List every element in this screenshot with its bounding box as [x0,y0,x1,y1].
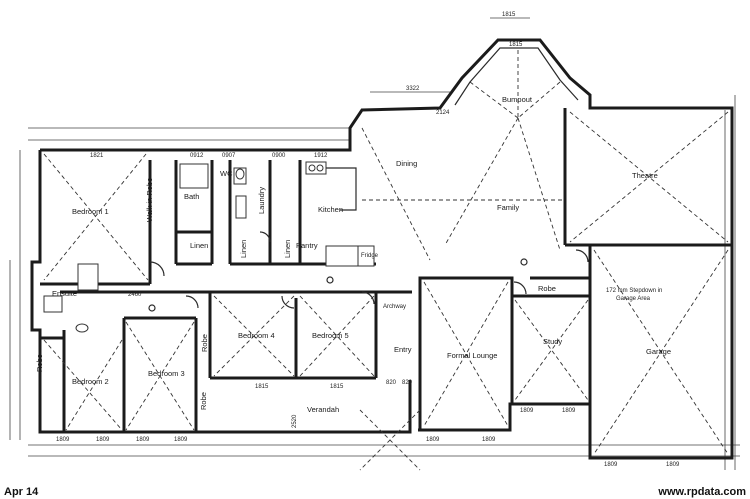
dimension-label: 1809 [136,437,150,443]
dimension-label: 1809 [604,462,618,468]
dimension-label: 1815 [502,12,516,18]
label-dining: Dining [396,159,417,168]
label-robe-4: Robe [538,284,556,293]
label-robe-3: Robe [199,392,208,410]
date-label: Apr 14 [4,486,39,498]
dimension-label: 1815 [330,384,344,390]
roof-lines [43,50,729,471]
label-linen-2: Linen [239,240,248,258]
dimension-label: 820 [386,380,397,386]
dimension-label: 1809 [174,437,188,443]
label-ensuite: Ensuite [52,289,77,298]
label-theatre: Theatre [632,171,658,180]
label-archway: Archway [383,304,406,310]
label-linen-3: Linen [283,240,292,258]
dimension-label: 2124 [436,110,450,116]
dimension-label: 3322 [406,86,420,92]
label-verandah: Verandah [307,405,339,414]
label-robe-2: Robe [200,334,209,352]
label-bedroom-2: Bedroom 2 [72,377,109,386]
dimension-label: 1809 [96,437,110,443]
label-bumpout: Bumpout [502,95,533,104]
label-formal-lounge: Formal Lounge [447,351,497,360]
label-kitchen: Kitchen [318,205,343,214]
label-study: Study [543,337,562,346]
dimension-label: 1815 [255,384,269,390]
label-linen-1: Linen [190,241,208,250]
label-bedroom-1: Bedroom 1 [72,207,109,216]
label-robe-1: Robe [35,354,44,372]
label-pantry: Pantry [296,241,318,250]
room-labels: Bedroom 1 Walk in Robe Bath WC Laundry L… [35,95,671,414]
stepdown-note-line-1: 172 mm Stepdown in [606,288,662,294]
label-family: Family [497,203,519,212]
label-bath: Bath [184,192,199,201]
label-bedroom-4: Bedroom 4 [238,331,275,340]
dimension-label: 820 [402,380,413,386]
dimension-label: 1912 [314,153,328,159]
dimension-label: 2460 [128,292,142,298]
door-swings [148,231,589,312]
dimension-label: 1809 [520,408,534,414]
dimension-label: 1809 [482,437,496,443]
label-bedroom-3: Bedroom 3 [148,369,185,378]
stepdown-note-line-2: Garage Area [616,296,651,302]
interior-walls [40,108,732,432]
dimension-label: 0912 [190,153,204,159]
dimension-lines [9,17,740,470]
label-garage: Garage [646,347,671,356]
dimension-label: 0907 [222,153,236,159]
dimension-labels: 1821 0912 0907 0900 1912 3322 1815 2124 … [56,12,680,468]
label-fridge: Fridge [361,253,379,259]
dimension-label: 0900 [272,153,286,159]
dimension-label: 1809 [562,408,576,414]
dimension-label: 1809 [426,437,440,443]
dimension-label: 2520 [292,414,298,428]
dimension-label: 1815 [509,42,523,48]
label-laundry: Laundry [257,187,266,214]
source-watermark: www.rpdata.com [658,486,746,498]
label-wc: WC [220,169,233,178]
label-bedroom-5: Bedroom 5 [312,331,349,340]
label-entry: Entry [394,345,412,354]
dimension-label: 1821 [90,153,104,159]
label-walk-in-robe: Walk in Robe [145,178,154,222]
outer-walls [30,38,734,460]
dimension-label: 1809 [56,437,70,443]
fixtures [43,161,327,333]
dimension-label: 1809 [666,462,680,468]
